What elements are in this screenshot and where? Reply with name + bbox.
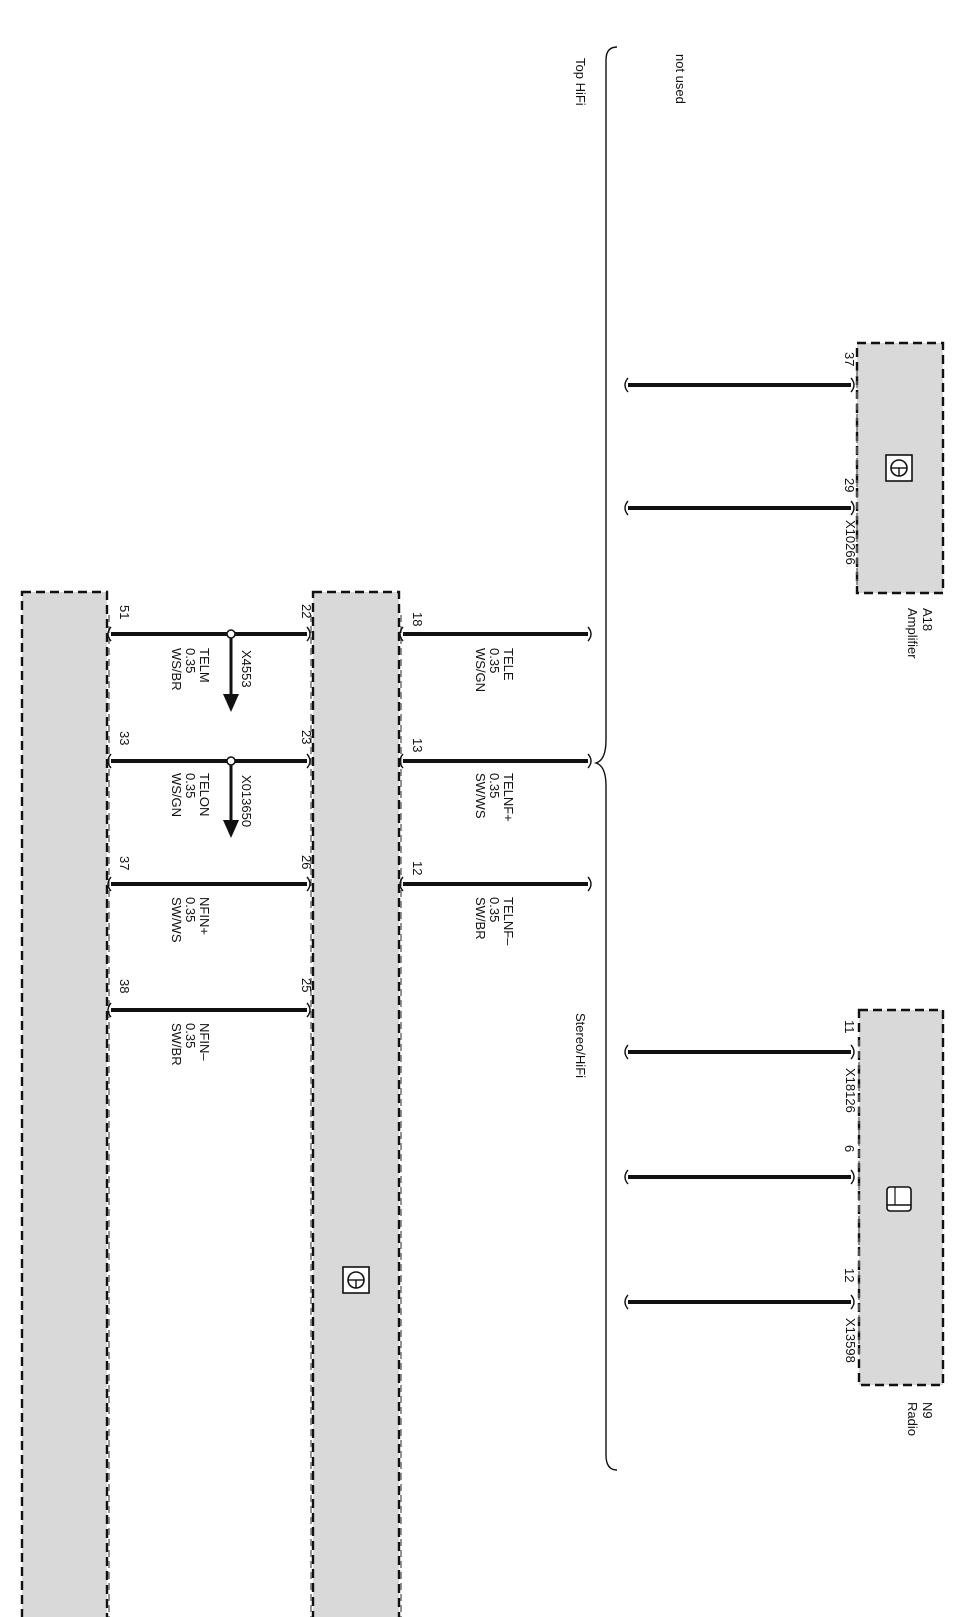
left-pin: 37 bbox=[117, 856, 132, 870]
amplifier-module bbox=[855, 341, 945, 595]
amplifier-wire bbox=[624, 500, 855, 516]
left-pin: 33 bbox=[117, 731, 132, 745]
svg-text:TELON: TELON bbox=[197, 773, 212, 816]
lower-wire-label: TELON 0.35 WS/GN bbox=[169, 773, 212, 817]
top-hifi-label: Top HiFi bbox=[573, 58, 588, 106]
lower-wire bbox=[107, 1002, 311, 1018]
svg-text:0.35: 0.35 bbox=[487, 773, 502, 798]
amplifier-name: Amplifier bbox=[905, 608, 920, 659]
lower-wire-label: TELM 0.35 WS/BR bbox=[169, 648, 212, 691]
svg-text:0.35: 0.35 bbox=[183, 1023, 198, 1048]
lower-wire bbox=[107, 753, 311, 769]
upper-wire bbox=[399, 753, 592, 769]
option-brace bbox=[593, 46, 618, 1471]
svg-text:0.35: 0.35 bbox=[487, 648, 502, 673]
radio-pin: 6 bbox=[842, 1145, 857, 1152]
radio-module bbox=[857, 1008, 945, 1387]
speaker-module-icon bbox=[885, 454, 913, 482]
upper-pin: 13 bbox=[410, 738, 425, 752]
svg-text:WS/GN: WS/GN bbox=[169, 773, 184, 817]
radio-id: N9 bbox=[920, 1402, 935, 1419]
radio-wire bbox=[624, 1169, 855, 1185]
svg-text:SW/WS: SW/WS bbox=[169, 897, 184, 943]
radio-wire bbox=[624, 1294, 855, 1310]
svg-text:NFIN+: NFIN+ bbox=[197, 897, 212, 935]
svg-text:TELM: TELM bbox=[197, 648, 212, 683]
radio-pin: 11 bbox=[842, 1020, 857, 1034]
radio-icon bbox=[886, 1186, 912, 1212]
svg-text:0.35: 0.35 bbox=[183, 897, 198, 922]
lower-wire-label: NFIN+ 0.35 SW/WS bbox=[169, 897, 212, 943]
amplifier-id: A18 bbox=[920, 608, 935, 631]
svg-text:0.35: 0.35 bbox=[487, 897, 502, 922]
radio-connector: X18126 bbox=[843, 1068, 858, 1113]
amplifier-pin: 37 bbox=[842, 352, 857, 366]
amplifier-connector: X10266 bbox=[843, 520, 858, 565]
splice-connector: X013650 bbox=[239, 775, 254, 827]
splice-connector: X4553 bbox=[239, 650, 254, 688]
svg-text:SW/WS: SW/WS bbox=[473, 773, 488, 819]
amplifier-wire bbox=[624, 377, 855, 393]
middle-pin: 26 bbox=[299, 855, 314, 869]
svg-text:TELNF–: TELNF– bbox=[501, 897, 516, 946]
middle-pin: 22 bbox=[299, 604, 314, 618]
middle-pin: 25 bbox=[299, 978, 314, 992]
svg-text:SW/BR: SW/BR bbox=[473, 897, 488, 940]
upper-wire-label: TELE 0.35 WS/GN bbox=[473, 648, 516, 692]
lower-wire bbox=[107, 876, 311, 892]
upper-wire bbox=[399, 876, 592, 892]
svg-text:SW/BR: SW/BR bbox=[169, 1023, 184, 1066]
speaker-module-icon bbox=[342, 1266, 370, 1294]
radio-connector: X13598 bbox=[843, 1318, 858, 1363]
not-used-label: not used bbox=[673, 54, 688, 104]
lower-wire bbox=[107, 626, 311, 642]
svg-text:WS/BR: WS/BR bbox=[169, 648, 184, 691]
radio-wire bbox=[624, 1044, 855, 1060]
svg-text:WS/GN: WS/GN bbox=[473, 648, 488, 692]
svg-text:TELNF+: TELNF+ bbox=[501, 773, 516, 822]
upper-wire bbox=[399, 626, 592, 642]
svg-text:0.35: 0.35 bbox=[183, 648, 198, 673]
svg-text:TELE: TELE bbox=[501, 648, 516, 681]
left-pin: 38 bbox=[117, 979, 132, 993]
lower-wire-label: NFIN– 0.35 SW/BR bbox=[169, 1023, 212, 1066]
upper-wire-label: TELNF+ 0.35 SW/WS bbox=[473, 773, 516, 822]
radio-pin: 12 bbox=[842, 1268, 857, 1282]
stereo-hifi-label: Stereo/HiFi bbox=[573, 1013, 588, 1078]
svg-text:NFIN–: NFIN– bbox=[197, 1023, 212, 1061]
splice-arrow bbox=[223, 756, 239, 838]
upper-pin: 18 bbox=[410, 612, 425, 626]
svg-text:0.35: 0.35 bbox=[183, 773, 198, 798]
radio-name: Radio bbox=[905, 1402, 920, 1436]
left-module bbox=[20, 590, 110, 1617]
middle-pin: 23 bbox=[299, 730, 314, 744]
middle-module bbox=[310, 590, 402, 1617]
upper-wire-label: TELNF– 0.35 SW/BR bbox=[473, 897, 516, 946]
left-pin: 51 bbox=[117, 605, 132, 619]
amplifier-pin: 29 bbox=[842, 478, 857, 492]
upper-pin: 12 bbox=[410, 861, 425, 875]
splice-arrow bbox=[223, 629, 239, 712]
